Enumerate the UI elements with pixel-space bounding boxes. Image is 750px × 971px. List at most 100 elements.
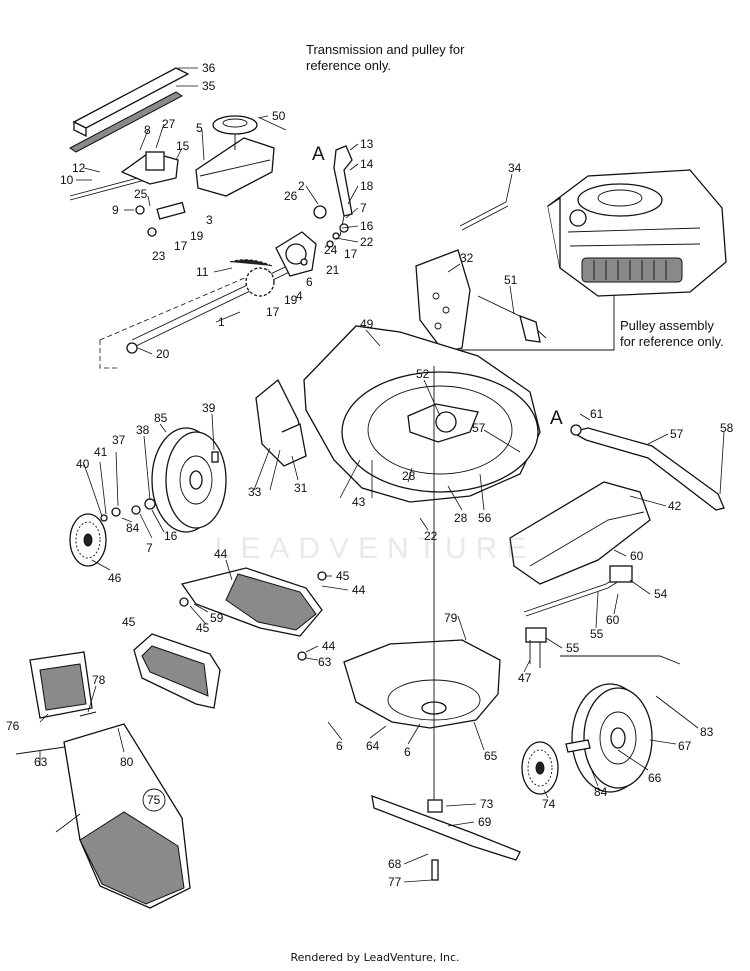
callout-labels: 36 35 50 8 27 5 15 12 10 9 25 3 17 19 23… [6,61,734,889]
callout: 85 [154,411,168,425]
callout: 38 [136,423,150,437]
callout: 16 [360,219,374,233]
callout: 50 [272,109,286,123]
callout: 56 [478,511,492,525]
leader-lines [39,67,725,883]
callout: 5 [196,121,203,135]
callout: 44 [322,639,336,653]
callout: 37 [112,433,126,447]
callout: 84 [594,785,608,799]
callout: 35 [202,79,216,93]
callout: 52 [416,367,430,381]
callout: 6 [306,275,313,289]
callout: 22 [360,235,374,249]
callout: 63 [34,755,48,769]
callout: 83 [700,725,714,739]
callout: 4 [296,289,303,303]
callout: 1 [218,315,225,329]
bag-group [15,651,191,909]
lower-parts-group [133,366,521,881]
callout: 21 [326,263,340,277]
callout: 80 [120,755,134,769]
callout: 20 [156,347,170,361]
callout: 55 [566,641,580,655]
callout: 3 [206,213,213,227]
callout: 26 [284,189,298,203]
callout: 61 [590,407,604,421]
callout: 84 [126,521,140,535]
callout: 28 [454,511,468,525]
transmission-reference-note: Transmission and pulley for reference on… [306,42,465,73]
callout: 34 [508,161,522,175]
callout: 14 [360,157,374,171]
callout: 59 [210,611,224,625]
marker-a-right: A [550,408,563,429]
callout: 19 [284,293,298,307]
callout: 49 [360,317,374,331]
left-wheel-group [69,427,227,567]
callout: 57 [670,427,684,441]
callout: 2 [298,179,305,193]
callout: 45 [336,569,350,583]
callout: 32 [460,251,474,265]
callout: 7 [360,201,367,215]
callout: 15 [176,139,190,153]
callout: 64 [366,739,380,753]
callout: 31 [294,481,308,495]
callout: 16 [164,529,178,543]
callout: 74 [542,797,556,811]
callout: 33 [248,485,262,499]
callout: 60 [606,613,620,627]
callout: 41 [94,445,108,459]
callout: 47 [518,671,532,685]
callout: 45 [122,615,136,629]
callout: 18 [360,179,374,193]
callout: 45 [196,621,210,635]
watermark: LEADVENTURE [214,532,536,565]
callout: 12 [72,161,86,175]
callout: 54 [654,587,668,601]
callout: 25 [134,187,148,201]
callout: 69 [478,815,492,829]
callout: 9 [112,203,119,217]
callout: 6 [336,739,343,753]
callout: 46 [108,571,122,585]
callout: 44 [214,547,228,561]
callout: 57 [472,421,486,435]
circled-callout-ring [142,788,166,812]
callout: 22 [424,529,438,543]
marker-a-top: A [312,144,325,165]
engine-group [431,169,727,372]
callout: 76 [6,719,20,733]
circled-callout: 75 [147,793,161,807]
callout: 68 [388,857,402,871]
callout: 51 [504,273,518,287]
footer-credit: Rendered by LeadVenture, Inc. [290,951,460,964]
callout: 17 [344,247,358,261]
callout: 42 [668,499,682,513]
callout: 13 [360,137,374,151]
deck-group [255,249,547,503]
callout: 23 [152,249,166,263]
callout: 36 [202,61,216,75]
callout: 8 [144,123,151,137]
callout: 79 [444,611,458,625]
pulley-reference-note: Pulley assembly for reference only. [620,318,724,349]
callout: 63 [318,655,332,669]
callout: 11 [196,265,209,279]
callout: 6 [404,745,411,759]
callout: 67 [678,739,692,753]
callout: 19 [190,229,204,243]
callout: 73 [480,797,494,811]
callout: 55 [590,627,604,641]
callout: 78 [92,673,106,687]
callout: 17 [174,239,188,253]
callout: 66 [648,771,662,785]
callout: 7 [146,541,153,555]
callout: 39 [202,401,216,415]
callout: 65 [484,749,498,763]
callout: 27 [162,117,176,131]
callout: 58 [720,421,734,435]
callout: 40 [76,457,90,471]
